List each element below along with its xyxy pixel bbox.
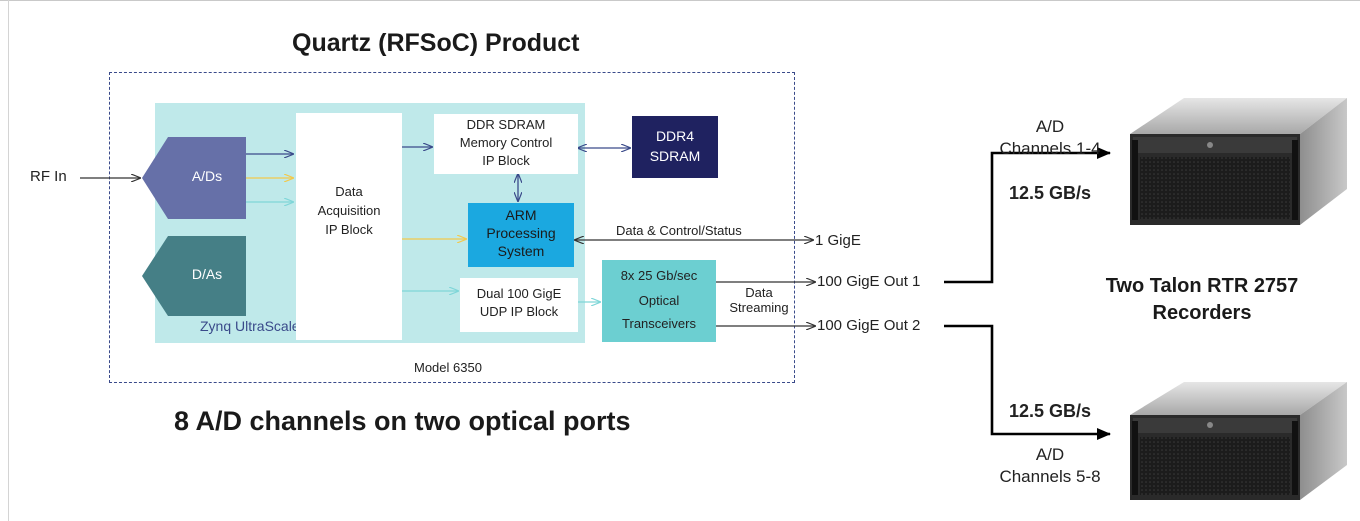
arm-line-2: Processing	[486, 225, 556, 241]
out1-label: 100 GigE Out 1	[817, 273, 921, 290]
optical-line-1: 8x 25 Gb/sec	[620, 268, 698, 283]
udp-line-2: UDP IP Block	[479, 304, 559, 319]
top-channels-line-2: Channels 1-4	[999, 139, 1101, 158]
ddr-control-block	[434, 114, 578, 174]
ddr-ctrl-line-3: IP Block	[482, 153, 530, 168]
optical-line-2: Optical	[638, 293, 680, 308]
optical-block	[602, 260, 716, 342]
udp-line-1: Dual 100 GigE	[476, 286, 562, 301]
frame-top-border	[0, 0, 1360, 1]
recorder-name-line-1: Two Talon RTR 2757	[1105, 275, 1299, 297]
das-block	[142, 236, 246, 316]
data-streaming-line-2: Streaming	[729, 300, 789, 315]
ddr-ctrl-line-2: Memory Control	[459, 135, 553, 150]
optical-line-3: Transceivers	[622, 316, 696, 331]
top-channels-line-1: A/D	[1035, 117, 1065, 136]
udp-block	[460, 278, 578, 332]
data-acq-line-3: IP Block	[325, 222, 373, 237]
arm-line-3: System	[497, 243, 545, 259]
das-label: D/As	[191, 266, 223, 282]
ddr4-line-1: DDR4	[655, 128, 695, 144]
ads-label: A/Ds	[191, 168, 223, 184]
recorder-name-line-2: Recorders	[1152, 302, 1252, 324]
input-label: RF In	[30, 168, 67, 185]
model-label: Model 6350	[414, 360, 482, 375]
ddr4-line-2: SDRAM	[649, 148, 701, 164]
bottom-channels-line-1: A/D	[1035, 445, 1065, 464]
diagram-title: Quartz (RFSoC) Product	[292, 29, 580, 57]
data-acquisition-block	[296, 113, 402, 340]
out2-label: 100 GigE Out 2	[817, 317, 921, 334]
gige-label: 1 GigE	[815, 232, 861, 249]
recorder-bottom-icon	[1130, 382, 1347, 500]
arm-block	[468, 203, 574, 267]
ddr4-block	[632, 116, 718, 178]
top-rate: 12.5 GB/s	[1008, 183, 1092, 203]
ads-block	[142, 137, 246, 219]
bottom-channels-line-2: Channels 5-8	[999, 467, 1101, 486]
bottom-rate: 12.5 GB/s	[1008, 401, 1092, 421]
data-control-label: Data & Control/Status	[616, 223, 742, 238]
data-streaming-line-1: Data	[745, 285, 773, 300]
ddr-ctrl-line-1: DDR SDRAM	[466, 117, 546, 132]
arm-line-1: ARM	[505, 207, 537, 223]
product-boundary	[109, 72, 795, 383]
data-acq-line-1: Data	[335, 184, 363, 199]
data-acq-line-2: Acquisition	[317, 203, 381, 218]
diagram-subtitle: 8 A/D channels on two optical ports	[174, 406, 631, 436]
recorder-top-icon	[1130, 98, 1347, 225]
frame-left-border	[8, 0, 9, 521]
